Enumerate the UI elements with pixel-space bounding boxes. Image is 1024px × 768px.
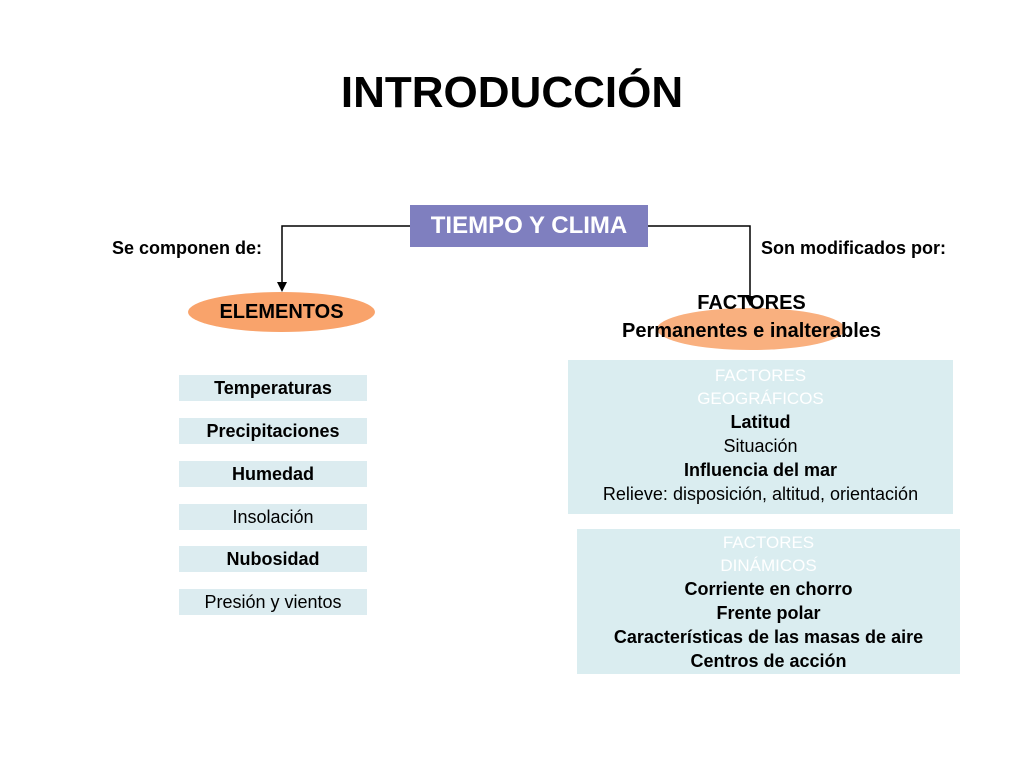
- geografico-item-relieve: Relieve: disposición, altitud, orientaci…: [602, 484, 919, 504]
- element-precipitaciones: Precipitaciones: [179, 418, 367, 444]
- arrowhead-left: [277, 282, 287, 292]
- factores-dinamicos-box: FACTORES DINÁMICOS Corriente en chorro F…: [577, 529, 960, 674]
- element-insolacion: Insolación: [179, 504, 367, 530]
- dinamicos-header-line2: DINÁMICOS: [720, 556, 817, 575]
- geografico-item-latitud: Latitud: [730, 412, 791, 432]
- factores-node: FACTORES Permanentes e inalterables: [560, 289, 943, 345]
- geografico-item-influencia-mar: Influencia del mar: [683, 460, 838, 480]
- arrowhead-right: [745, 296, 755, 306]
- geograficos-header-line1: FACTORES: [714, 366, 807, 385]
- geograficos-header-line2: GEOGRÁFICOS: [697, 389, 824, 408]
- left-branch-label: Se componen de:: [112, 238, 263, 258]
- factores-title-line2: Permanentes e inalterables: [621, 320, 881, 342]
- elementos-node: ELEMENTOS: [188, 292, 375, 332]
- page-title: INTRODUCCIÓN: [340, 68, 684, 117]
- factores-oval: [657, 308, 845, 350]
- dinamicos-header-line1: FACTORES: [722, 533, 815, 552]
- connector-right: [648, 225, 751, 298]
- factores-geograficos-box: FACTORES GEOGRÁFICOS Latitud Situación I…: [568, 360, 953, 514]
- factores-title-line1: FACTORES: [697, 292, 806, 314]
- element-nubosidad: Nubosidad: [179, 546, 367, 572]
- dinamico-item-centros-accion: Centros de acción: [690, 651, 847, 671]
- geografico-item-situacion: Situación: [723, 436, 798, 456]
- connector-left: [281, 225, 410, 284]
- dinamico-item-frente-polar: Frente polar: [716, 603, 821, 623]
- element-presion-y-vientos: Presión y vientos: [179, 589, 367, 615]
- root-node-tiempo-y-clima: TIEMPO Y CLIMA: [410, 205, 648, 247]
- element-humedad: Humedad: [179, 461, 367, 487]
- dinamico-item-corriente-chorro: Corriente en chorro: [684, 579, 853, 599]
- element-temperaturas: Temperaturas: [179, 375, 367, 401]
- right-branch-label: Son modificados por:: [761, 238, 947, 258]
- dinamico-item-masas-aire: Características de las masas de aire: [613, 627, 924, 647]
